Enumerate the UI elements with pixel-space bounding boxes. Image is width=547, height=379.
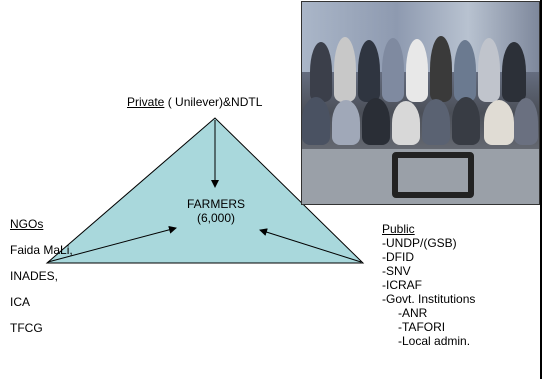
private-heading: Private	[127, 95, 165, 109]
ngos-heading: NGOs	[10, 217, 44, 231]
public-item: -ICRAF	[382, 278, 422, 292]
public-sub-item: -TAFORI	[398, 320, 446, 334]
farmers-count: (6,000)	[196, 211, 236, 225]
public-item: -Govt. Institutions	[382, 292, 476, 306]
public-sub-item: -Local admin.	[398, 334, 471, 348]
farmers-label: FARMERS	[186, 197, 245, 211]
public-item: -UNDP/(GSB)	[382, 236, 457, 250]
slide-divider	[540, 0, 542, 379]
group-photo-image	[301, 1, 540, 205]
ngo-item: ICA	[10, 295, 31, 309]
private-partners: ( Unilever)&NDTL	[164, 95, 263, 109]
public-item: -DFID	[382, 250, 414, 264]
ngo-item: Faida MaLi,	[10, 243, 73, 257]
public-heading: Public	[382, 222, 415, 236]
public-list: Public -UNDP/(GSB) -DFID -SNV -ICRAF -Go…	[382, 222, 475, 348]
public-sub-item: -ANR	[398, 306, 428, 320]
private-sector-label: Private ( Unilever)&NDTL	[127, 95, 262, 109]
arrow-public-to-farmers	[259, 228, 362, 263]
ngo-item: INADES,	[10, 269, 59, 283]
stakeholder-triangle	[45, 117, 365, 264]
arrow-ngos-to-farmers	[47, 225, 177, 263]
farmers-node: FARMERS (6,000)	[179, 197, 253, 225]
ngo-item: TFCG	[10, 321, 43, 335]
public-item: -SNV	[382, 264, 411, 278]
